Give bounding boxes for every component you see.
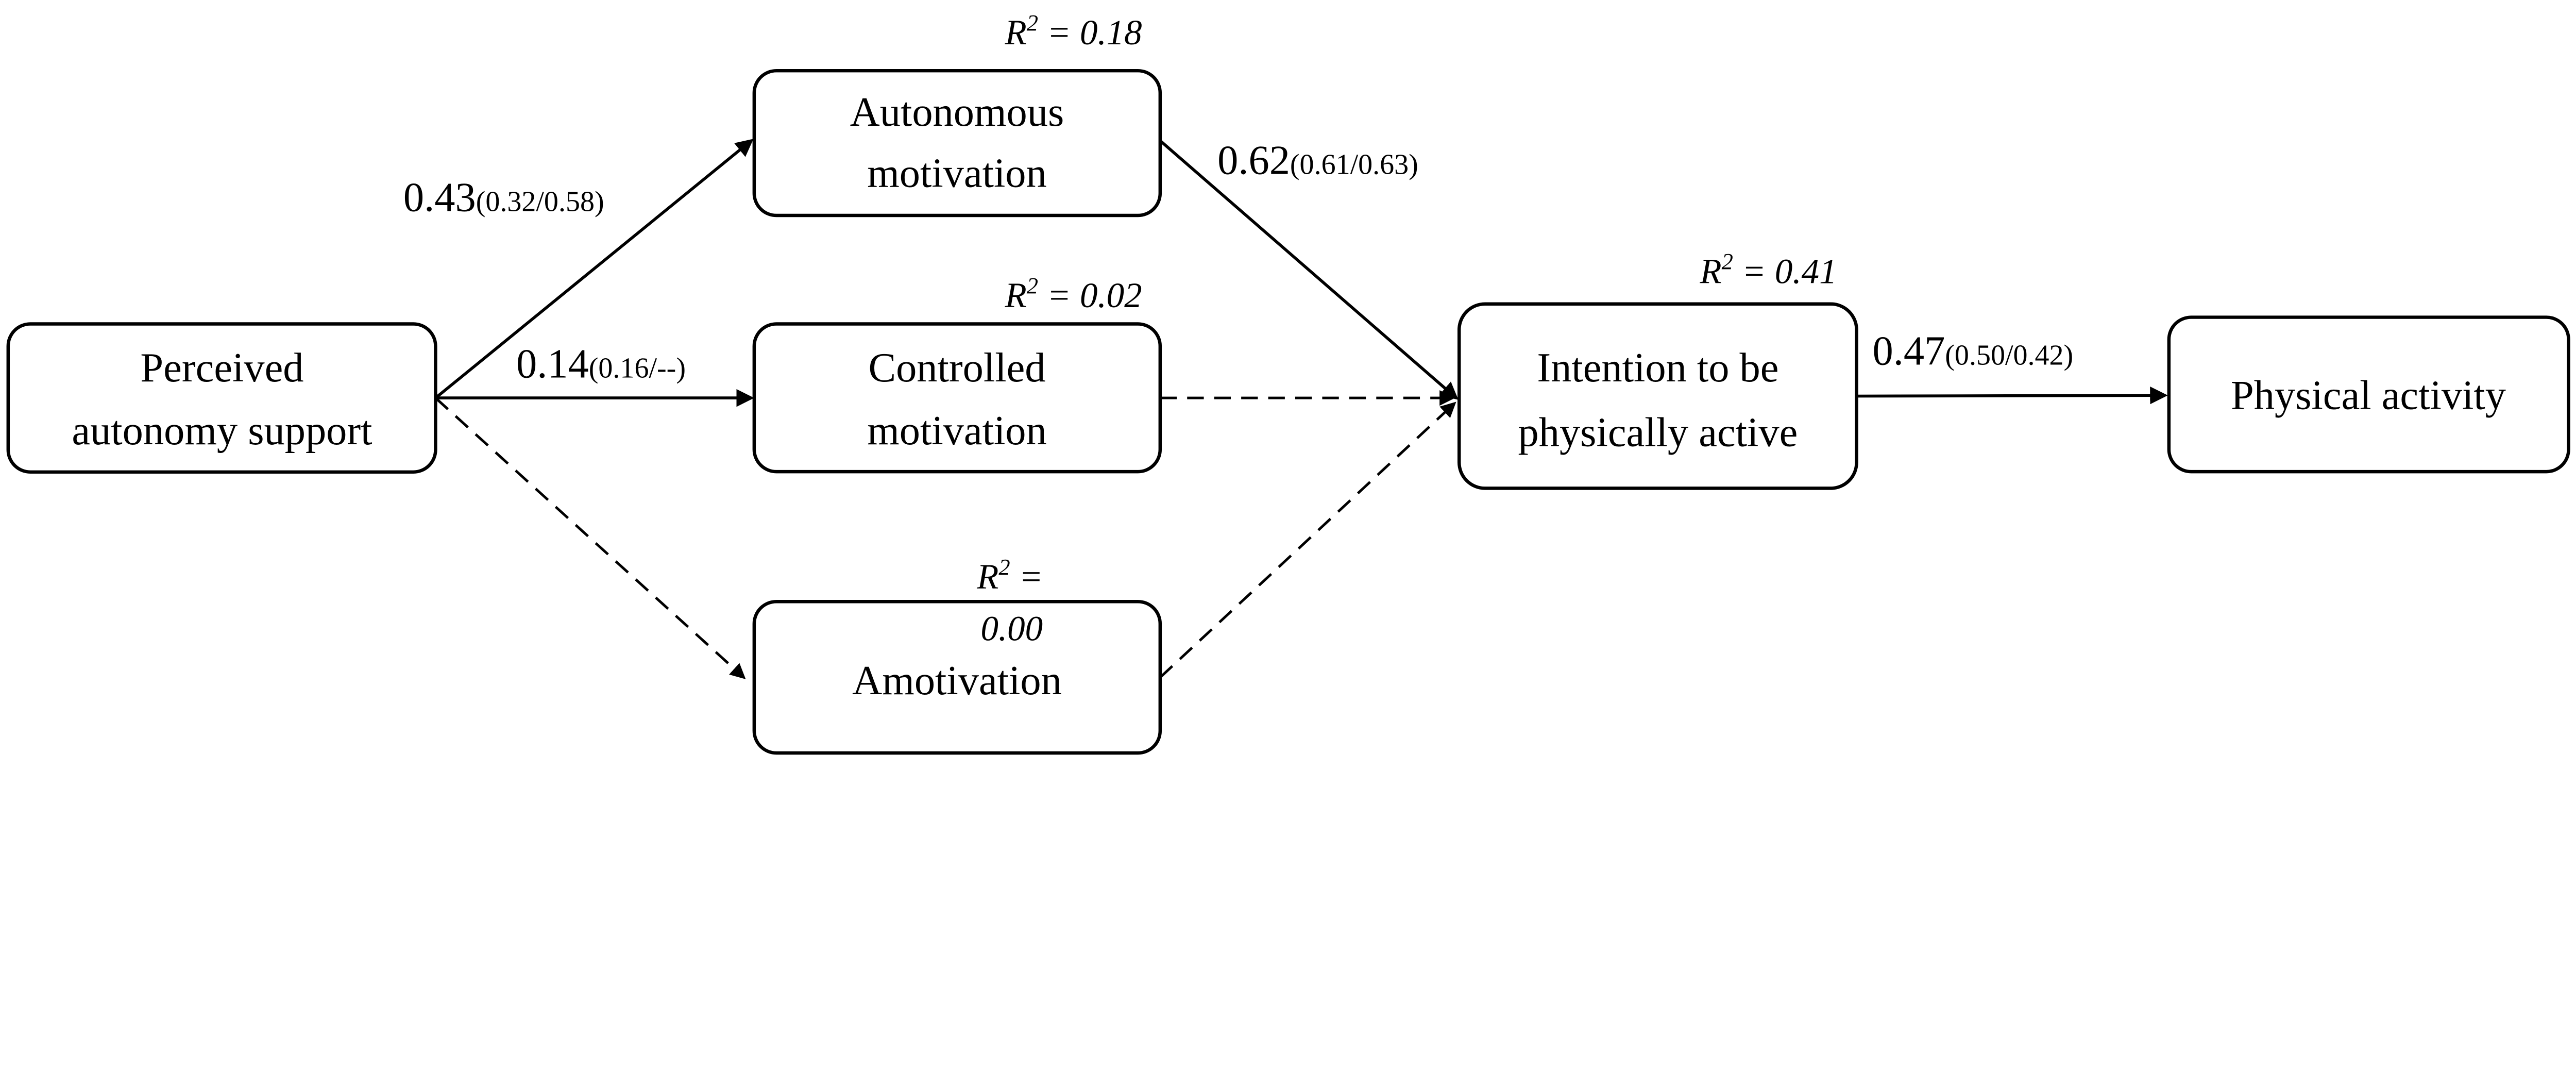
r2-controlled: R2 = 0.02 [1005,273,1142,315]
node-label: Intention to be [1537,345,1778,391]
node-physical-activity: Physical activity [2167,315,2570,474]
r2-intention: R2 = 0.41 [1700,248,1837,291]
node-label: Amotivation [852,658,1062,703]
coef-int-pa: 0.47(0.50/0.42) [1873,328,2074,374]
node-label: Perceived [140,345,303,391]
node-label: autonomy support [72,408,372,454]
path-amot-int [1159,401,1456,679]
node-perceived-autonomy-support: Perceived autonomy support [6,322,437,474]
r2-amotivation-value: 0.00 [980,609,1043,648]
node-label: motivation [867,150,1047,196]
node-label: Physical activity [2231,373,2506,418]
node-label: physically active [1518,410,1798,456]
coef-auto-int: 0.62(0.61/0.63) [1217,138,1418,183]
r2-autonomous: R2 = 0.18 [1005,10,1142,52]
coef-pas-ctrl: 0.14(0.16/--) [516,341,686,387]
path-pas-auto [434,139,754,399]
node-controlled-motivation: Controlled motivation [752,322,1162,474]
node-intention: Intention to be physically active [1457,302,1858,490]
path-auto-int [1159,139,1459,400]
node-autonomous-motivation: Autonomous motivation [752,69,1162,217]
node-label: Autonomous [850,89,1064,135]
path-diagram: Perceived autonomy support Autonomous mo… [6,10,2570,755]
path-pas-amot [434,397,746,679]
node-label: Controlled [868,345,1045,391]
coef-pas-auto: 0.43(0.32/0.58) [403,174,604,220]
node-label: motivation [867,408,1047,454]
r2-amotivation: R2 = [976,554,1043,596]
path-int-pa [1856,386,2168,405]
node-amotivation: Amotivation [752,599,1162,755]
